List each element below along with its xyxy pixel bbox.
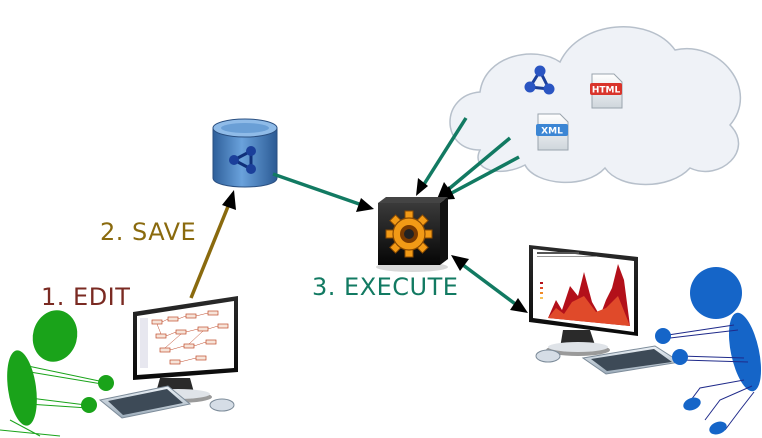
execute-engine	[376, 197, 448, 272]
result-monitor-icon	[529, 245, 638, 336]
xml-file-icon: XML	[536, 113, 569, 151]
cloud-arrow-1	[419, 117, 468, 190]
cloud-arrow-3	[445, 155, 520, 198]
html-file-label: HTML	[592, 86, 621, 96]
cloud-arrow-2	[442, 136, 512, 195]
database-icon	[212, 118, 278, 188]
cloud-to-execute-arrows	[416, 117, 520, 200]
database-share-icon	[229, 146, 256, 174]
edit-to-save-arrowhead	[222, 190, 236, 210]
editor-workstation	[98, 296, 238, 419]
gear-icon	[385, 210, 433, 258]
html-file-icon: HTML	[590, 73, 623, 109]
cloud: HTML XML	[449, 26, 742, 186]
edit-to-save-arrow	[189, 203, 231, 299]
execute-to-result-arrow	[457, 260, 520, 308]
green-person	[0, 310, 114, 437]
monitor-icon	[133, 296, 238, 380]
step-edit-label: 1. EDIT	[41, 283, 130, 311]
save-to-execute-arrowhead	[356, 198, 374, 212]
result-mouse-icon	[535, 349, 561, 363]
xml-file-label: XML	[541, 127, 563, 137]
save-to-execute-arrow	[272, 172, 363, 207]
blue-person	[655, 267, 762, 435]
step-execute-label: 3. EXECUTE	[312, 273, 458, 301]
share-nodes-icon	[524, 65, 555, 95]
keyboard-icon	[98, 385, 192, 419]
step-save-label: 2. SAVE	[100, 218, 196, 246]
result-workstation	[529, 245, 682, 375]
mouse-icon	[209, 398, 235, 412]
